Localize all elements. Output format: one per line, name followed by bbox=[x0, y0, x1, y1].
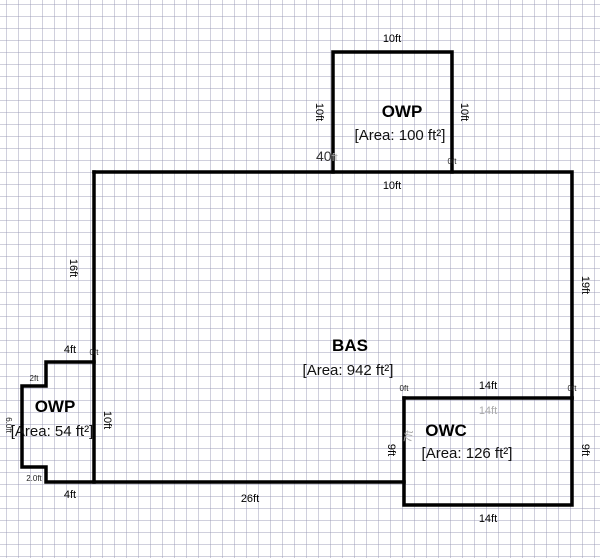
bas-wall-outline bbox=[92, 170, 574, 400]
bas-area: [Area: 942 ft²] bbox=[303, 362, 394, 379]
bas-dim-right: 19ft bbox=[579, 276, 591, 294]
owp-left-dim-notch-top: 2ft bbox=[30, 374, 40, 383]
bas-dim-top: 10ft bbox=[383, 180, 401, 192]
room-owp-top[interactable]: OWP [Area: 100 ft²] 10ft 10ft 10ft 0ft 4… bbox=[313, 33, 470, 174]
room-owp-left[interactable]: OWP [Area: 54 ft²] 4ft 4ft 6.0ft 2ft 2.0… bbox=[4, 344, 99, 501]
owp-left-dim-left: 6.0ft bbox=[4, 417, 13, 433]
owp-top-dim-left: 10ft bbox=[313, 103, 325, 121]
bas-dim-left: 16ft bbox=[67, 259, 79, 277]
owp-top-area: [Area: 100 ft²] bbox=[355, 127, 446, 144]
owc-dim-inner-top: 14ft bbox=[479, 405, 497, 417]
owp-top-dim-right: 10ft bbox=[458, 103, 470, 121]
owp-left-wall-outline bbox=[20, 360, 96, 484]
owc-dim-left: 9ft bbox=[385, 444, 397, 456]
owp-left-dim-zero: 0ft bbox=[90, 348, 100, 357]
room-owc[interactable]: OWC [Area: 126 ft²] 14ft 14ft 14ft 9ft 7… bbox=[385, 380, 591, 525]
bas-wall-left bbox=[92, 170, 406, 484]
owp-left-area: [Area: 54 ft²] bbox=[11, 423, 94, 440]
owc-area: [Area: 126 ft²] bbox=[422, 445, 513, 462]
bas-dim-left-offset: 10ft bbox=[101, 411, 113, 429]
owc-dim-zero-right: 0ft bbox=[568, 384, 578, 393]
label-forty: 40ft bbox=[316, 148, 338, 164]
owp-left-dim-top: 4ft bbox=[64, 344, 76, 356]
owp-left-name: OWP bbox=[35, 397, 76, 416]
owp-top-dim-top: 10ft bbox=[383, 33, 401, 45]
owp-left-dim-notch-bottom: 2.0ft bbox=[26, 474, 42, 483]
owp-top-name: OWP bbox=[382, 102, 423, 121]
owp-top-wall-outline bbox=[331, 50, 454, 174]
bas-dim-bottom: 26ft bbox=[241, 493, 259, 505]
owc-name: OWC bbox=[425, 421, 467, 440]
owp-top-dim-zero: 0ft bbox=[448, 157, 458, 166]
room-bas[interactable]: BAS [Area: 942 ft²] 10ft 16ft 19ft 26ft … bbox=[67, 170, 591, 505]
owc-dim-right: 9ft bbox=[579, 444, 591, 456]
owp-left-dim-bottom: 4ft bbox=[64, 489, 76, 501]
bas-name: BAS bbox=[332, 336, 368, 355]
owc-dim-top: 14ft bbox=[479, 380, 497, 392]
owc-wall-outline bbox=[402, 396, 574, 507]
owc-dim-zero-left: 0ft bbox=[400, 384, 410, 393]
owc-dim-bottom: 14ft bbox=[479, 513, 497, 525]
owc-dim-inner-left: 7ft bbox=[402, 429, 416, 443]
